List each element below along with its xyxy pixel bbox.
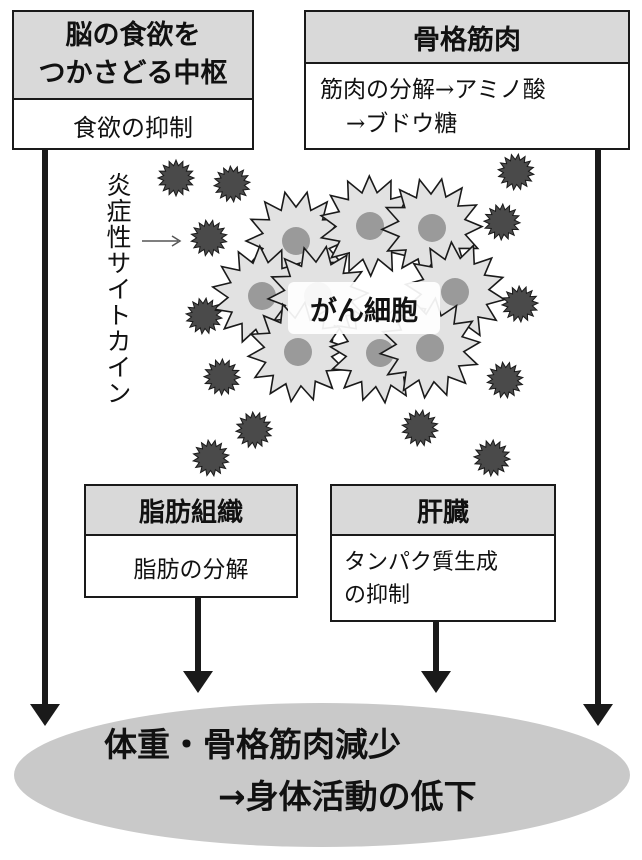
cytokine-label: 炎症性サイトカイン [103,172,132,406]
liver-body-line-1: タンパク質生成 [344,550,499,575]
liver-arrow-head [421,671,451,693]
cytokine-particle [190,219,228,257]
brain-title-line-1: 脳の食欲を [65,20,201,51]
fat-title-line-1: 脂肪組織 [138,497,243,528]
brain-body-line-1: 食欲の抑制 [73,113,193,142]
liver-body-line-2: の抑制 [344,583,411,608]
muscle-title-line-1: 骨格筋肉 [413,24,521,56]
result-line-2: →身体活動の低下 [218,777,477,816]
brain-arrow-head [30,704,60,726]
cytokine-particle [184,296,224,336]
cytokine-particle [212,164,252,204]
cytokine-particle [496,152,536,192]
result-ellipse [14,703,630,847]
cytokine-particle [156,158,196,198]
cytokine-particle [482,202,522,242]
brain-title-line-2: つかさどる中枢 [38,58,228,89]
cancer-cell-nucleus [441,278,469,306]
cancer-cell-nucleus [282,227,310,255]
liver-title: 肝臓 [332,486,554,536]
adipose-tissue-body: 脂肪の分解 [86,536,296,598]
skeletal-muscle-body: 筋肉の分解→アミノ酸 →ブドウ糖 [306,64,628,150]
cytokine-particle [234,410,274,450]
brain-center-title: 脳の食欲を つかさどる中枢 [14,12,252,100]
cancer-cell-nucleus [356,212,384,240]
cytokine-particle [191,438,231,478]
muscle-arrow-head [583,704,613,726]
cytokine-pointer-tip [171,235,182,247]
liver-body: タンパク質生成 の抑制 [332,536,554,622]
result-line-1: 体重・骨格筋肉減少 [104,725,401,764]
cancer-cells-label: がん細胞 [288,282,440,334]
fat-arrow-head [183,671,213,693]
brain-center-body: 食欲の抑制 [14,100,252,150]
cytokine-particle [485,360,525,400]
adipose-tissue-box: 脂肪組織 脂肪の分解 [84,484,298,598]
muscle-body-line-1: 筋肉の分解→アミノ酸 [320,77,546,103]
cytokine-particle [472,438,512,478]
brain-center-box: 脳の食欲を つかさどる中枢 食欲の抑制 [12,10,254,150]
fat-body-line-1: 脂肪の分解 [133,557,249,583]
cancer-cell-nucleus [248,282,276,310]
cancer-cell-nucleus [284,338,312,366]
cytokine-particle [500,284,540,324]
cytokine-particle [202,357,242,397]
muscle-body-line-2: →ブドウ糖 [346,111,458,137]
cancer-cell-nucleus [418,214,446,242]
adipose-tissue-title: 脂肪組織 [86,486,296,536]
cancer-cell-nucleus [416,334,444,362]
liver-box: 肝臓 タンパク質生成 の抑制 [330,484,556,622]
skeletal-muscle-title: 骨格筋肉 [306,12,628,64]
cytokine-particles [156,152,540,478]
cytokine-particle [400,408,440,448]
arrows [30,150,613,726]
skeletal-muscle-box: 骨格筋肉 筋肉の分解→アミノ酸 →ブドウ糖 [304,10,630,150]
liver-title-line-1: 肝臓 [416,497,469,528]
